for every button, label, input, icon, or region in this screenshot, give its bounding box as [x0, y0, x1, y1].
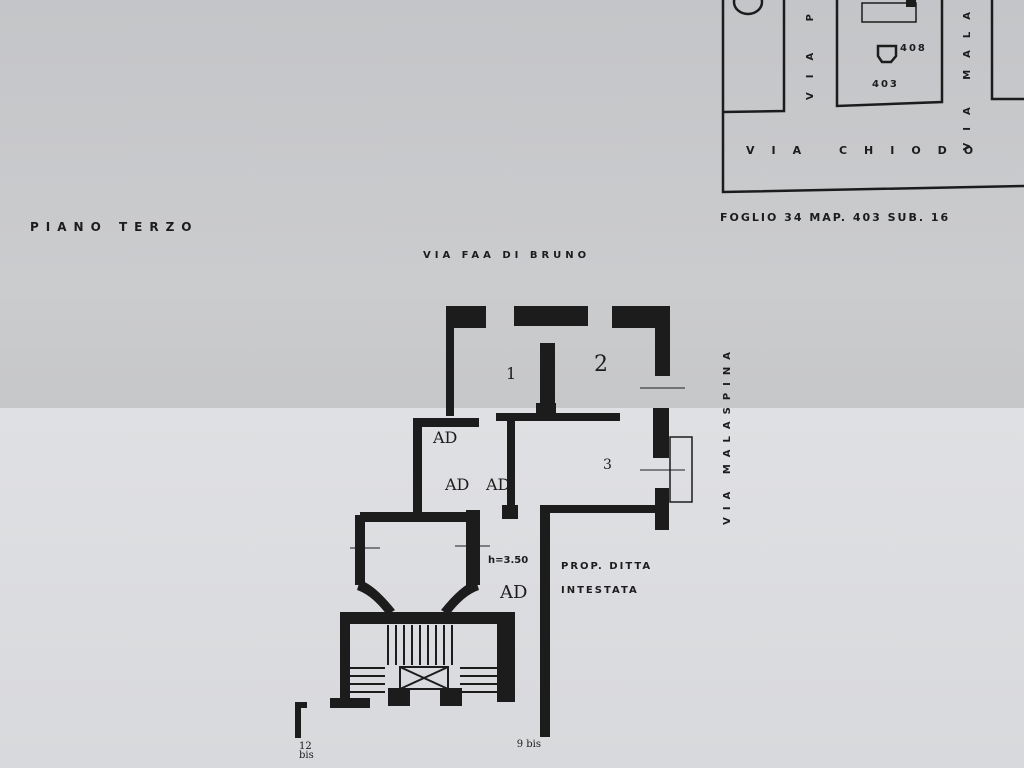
staircase [350, 387, 693, 693]
parcel-408-label: 408 [900, 43, 927, 54]
ownership-line-1: PROP. DITTA [561, 561, 653, 572]
building-outline [861, 2, 917, 23]
block-right [990, 0, 1024, 101]
room-3-label: 3 [603, 457, 612, 473]
parcel-403-label: 403 [872, 79, 899, 90]
site-boundary [721, 0, 1024, 194]
annex-label-2: AD [445, 475, 470, 494]
annex-label-3: AD [486, 475, 511, 494]
ceiling-height-note: h=3.50 [488, 555, 529, 566]
walls [295, 306, 670, 738]
block-403 [835, 0, 944, 108]
civic-number-right: 9 bis [516, 739, 541, 750]
round-feature [732, 0, 764, 16]
floor-title: PIANO TERZO [30, 220, 199, 234]
paper-upper-fold [0, 0, 1024, 408]
parcel-408-shape [876, 44, 898, 64]
room-2-label: 2 [594, 352, 608, 377]
annex-label-1: AD [433, 428, 458, 447]
ownership-line-2: INTESTATA [561, 585, 639, 596]
street-label-site-bottom: VIA CHIODO [746, 144, 991, 157]
street-label-right: VIA MALASPINA [722, 345, 733, 525]
room-1-label: 1 [506, 364, 517, 383]
civic-number-left: 12 bis [299, 741, 314, 761]
annex-label-4: AD [500, 582, 528, 603]
cadastral-reference: FOGLIO 34 MAP. 403 SUB. 16 [720, 211, 951, 224]
street-label-site-left: VIA P [805, 0, 816, 101]
site-map [721, 0, 1024, 194]
street-label-site-right: VIA MALA [962, 0, 973, 151]
street-label-top: VIA FAA DI BRUNO [423, 250, 591, 261]
block-left [722, 0, 786, 114]
